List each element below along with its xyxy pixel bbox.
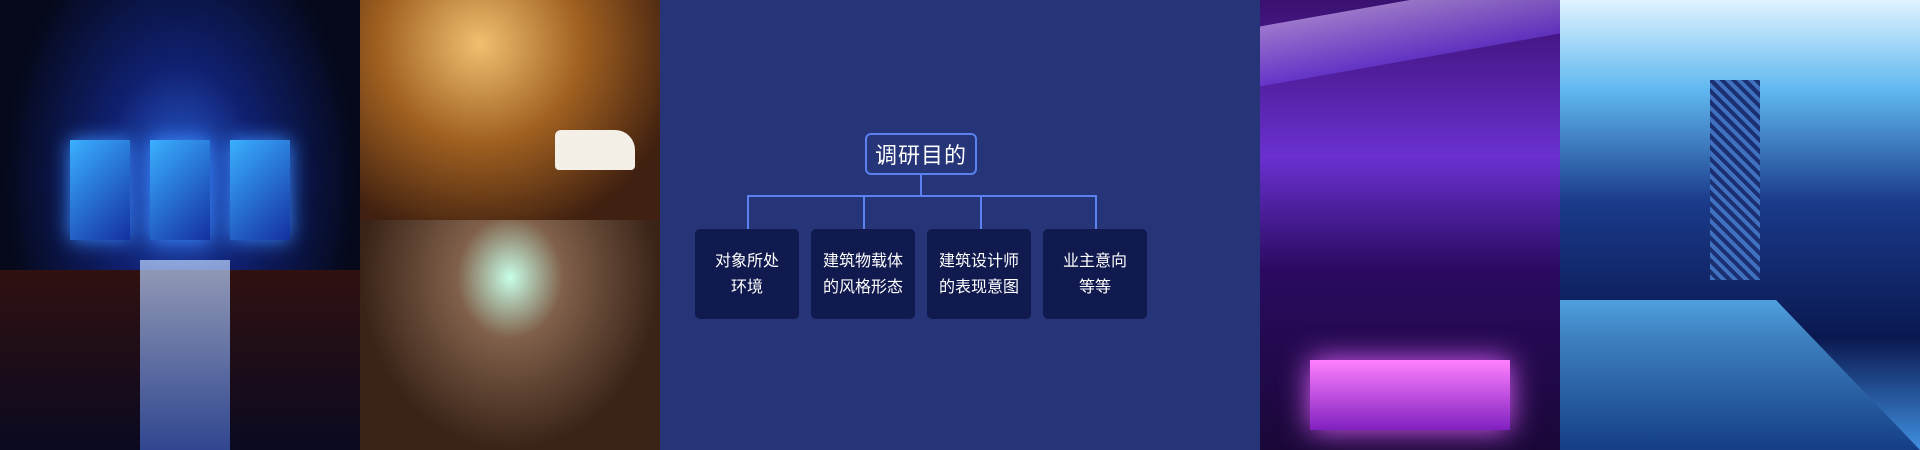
node-text: 等等 (1078, 277, 1111, 296)
node-text: 业主意向 (1062, 251, 1127, 270)
node-owner-intent: 业主意向等等 (1043, 229, 1147, 319)
connector-line (920, 173, 922, 196)
connector-line (747, 195, 1097, 197)
node-text: 的风格形态 (822, 277, 903, 296)
node-designer-intent: 建筑设计师的表现意图 (927, 229, 1031, 319)
node-text: 建筑物载体 (822, 251, 903, 270)
node-text: 的表现意图 (938, 277, 1019, 296)
blue-bar-photo (1560, 0, 1920, 450)
connector-line (747, 195, 749, 229)
node-text: 对象所处 (714, 251, 779, 270)
node-text: 环境 (730, 277, 763, 296)
connector-line (863, 195, 865, 229)
ktv-interior-photo (360, 0, 660, 450)
nightclub-stage-photo (0, 0, 360, 450)
node-building-style: 建筑物载体的风格形态 (811, 229, 915, 319)
node-text: 建筑设计师 (938, 251, 1019, 270)
diagram-title: 调研目的 (865, 133, 977, 175)
purple-lounge-photo (1260, 0, 1560, 450)
connector-line (980, 195, 982, 229)
connector-line (1095, 195, 1097, 229)
node-environment: 对象所处环境 (695, 229, 799, 319)
